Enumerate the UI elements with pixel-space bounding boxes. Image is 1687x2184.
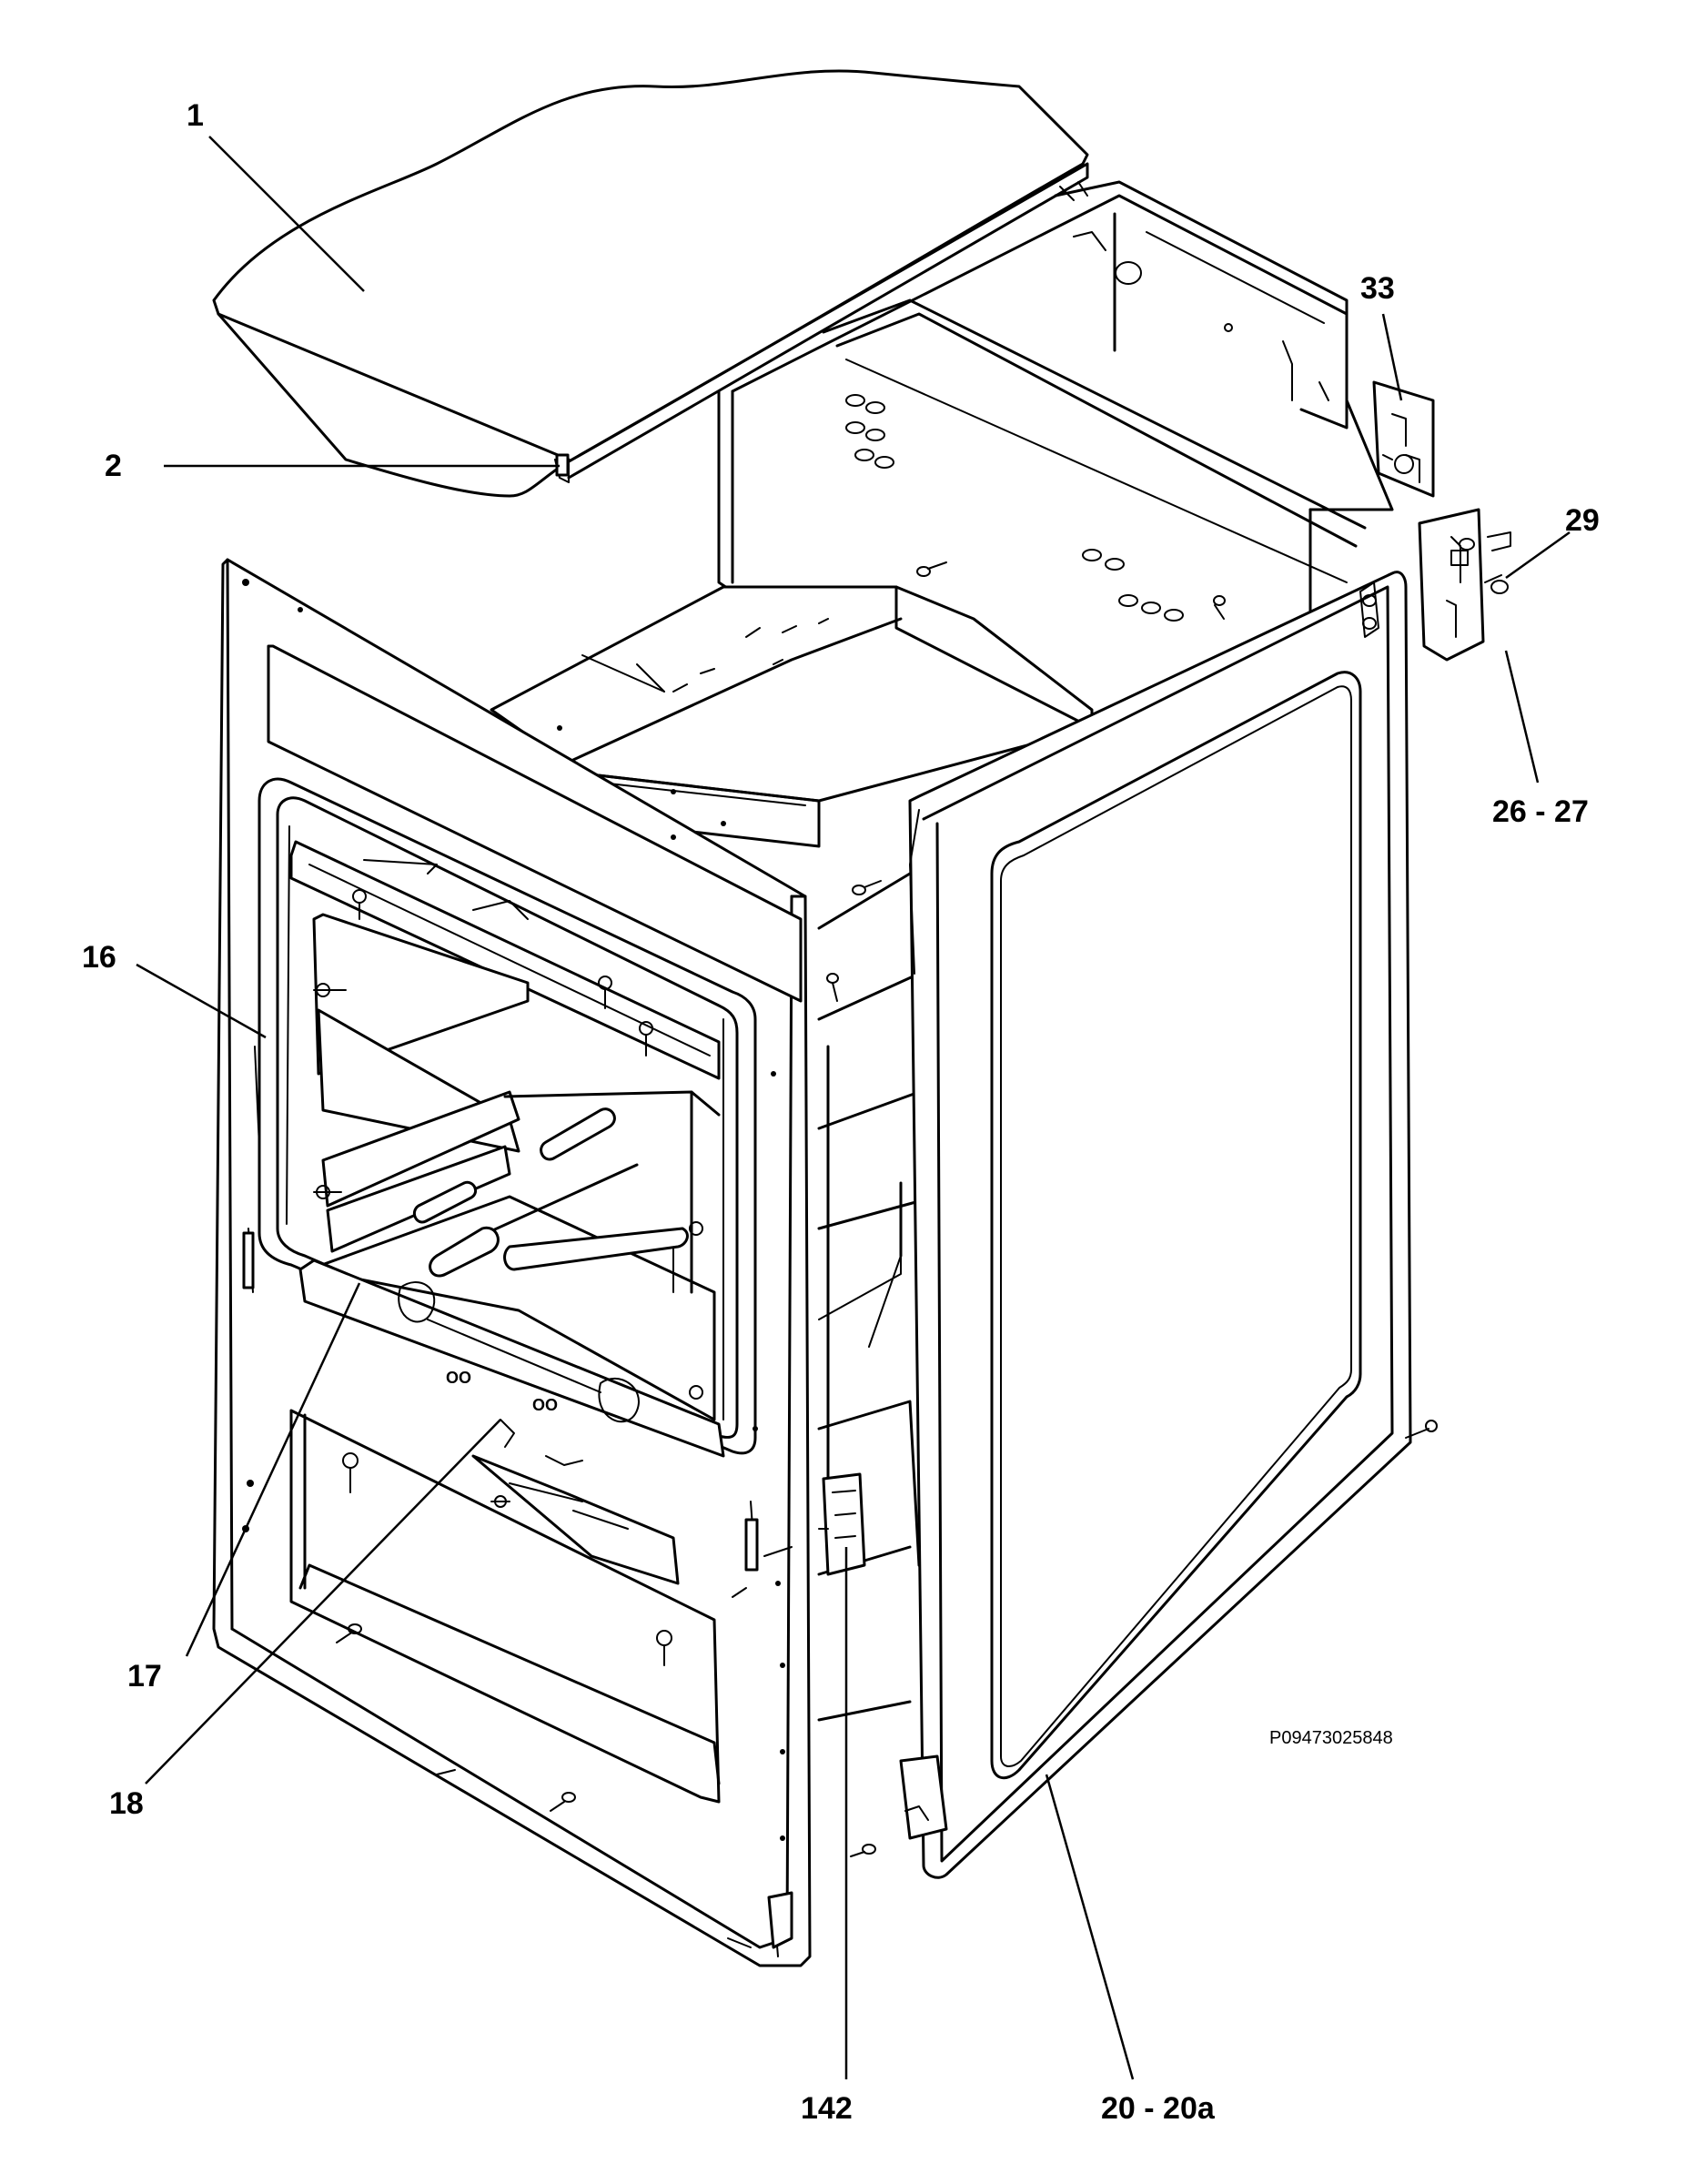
callout-17: 17 [127,1659,162,1694]
callout-33: 33 [1360,271,1395,306]
wing-bolts [313,889,703,1666]
door-panel-part-20-20a [899,571,1438,1879]
callout-29: 29 [1565,503,1600,538]
callout-16: 16 [82,940,116,975]
callout-142: 142 [801,2091,853,2126]
callout-26-27: 26 - 27 [1492,794,1589,829]
drawing-code: P09473025848 [1269,1728,1393,1748]
rear-panel-holes [845,394,1184,622]
callout-20-20a: 20 - 20a [1101,2091,1215,2126]
callout-18: 18 [109,1786,144,1821]
loose-screws [336,561,1226,1857]
callout-1: 1 [187,98,204,133]
callout-2: 2 [105,449,122,483]
svg-text:OO: OO [532,1396,558,1414]
leader-lines [136,136,1571,2080]
top-cover-part-1 [212,69,1089,498]
floor-slots [413,1107,689,1278]
hinge-bracket-part-26-27 [1418,508,1511,662]
svg-text:OO: OO [446,1369,471,1387]
hinge-part-142 [818,1472,866,1576]
bracket-part-33 [1372,380,1435,498]
oven-interior: OO OO [289,840,725,1785]
